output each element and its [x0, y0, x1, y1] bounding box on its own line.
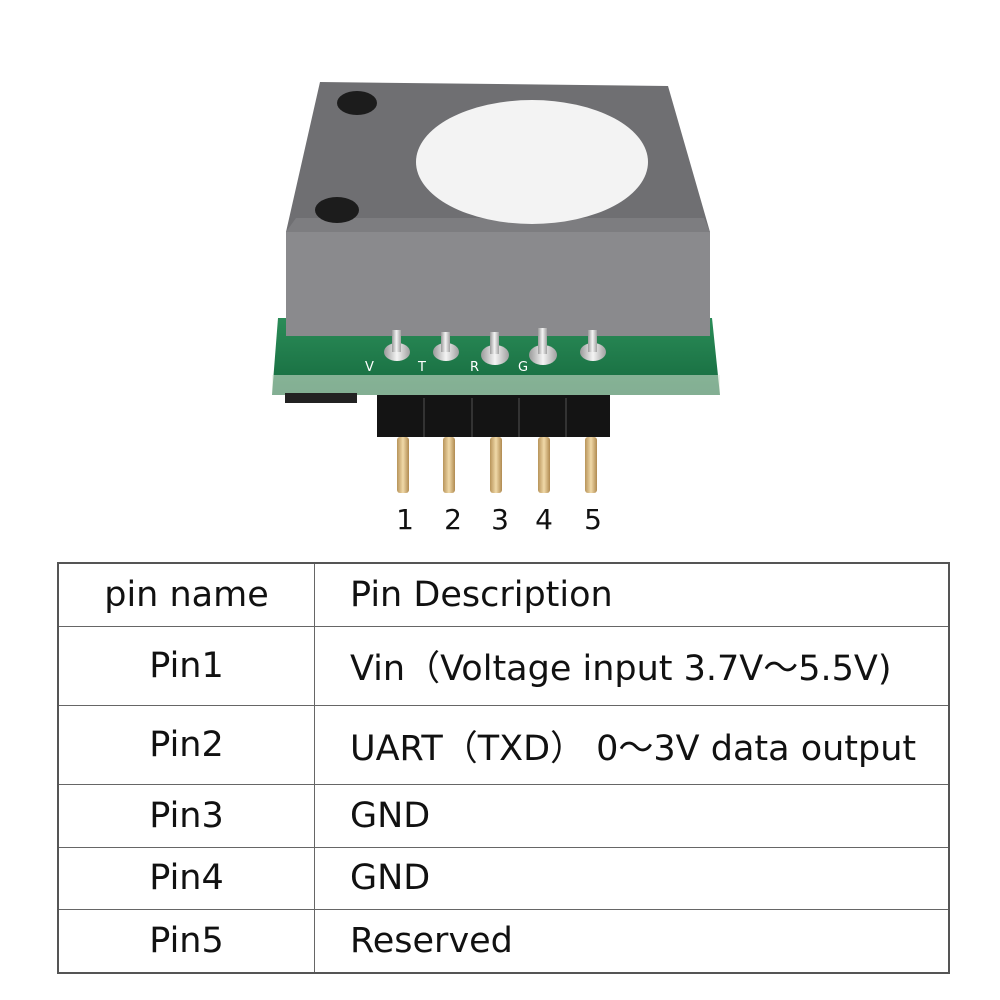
pin-description-cell: UART（TXD） 0～3V data output: [314, 704, 950, 786]
pin-3: [490, 437, 502, 493]
header-pin-description: Pin Description: [314, 562, 950, 627]
mounting-hole-icon: [337, 91, 377, 115]
sensor-housing: [286, 82, 710, 336]
pin-description-cell: GND: [314, 846, 950, 911]
gas-membrane: [416, 100, 648, 224]
pcb-label-t: T: [417, 360, 426, 375]
pin-description-cell: Reserved: [314, 909, 950, 974]
pin-number-5: 5: [584, 503, 602, 536]
sensor-module-illustration: V T R G: [272, 82, 720, 493]
pin-header: [377, 395, 610, 437]
pin-number-2: 2: [444, 503, 462, 536]
table-row: Pin3 GND: [57, 784, 950, 848]
gold-pins: [397, 437, 597, 493]
table-header-row: pin name Pin Description: [57, 562, 950, 627]
solder-joints: [384, 328, 606, 365]
pin-description-cell: GND: [314, 784, 950, 848]
table-row: Pin4 GND: [57, 846, 950, 911]
pcb-label-v: V: [365, 360, 374, 375]
mounting-hole-icon: [315, 197, 359, 223]
pin-5: [585, 437, 597, 493]
pin-1: [397, 437, 409, 493]
header-pin-name: pin name: [57, 562, 315, 627]
table-row: Pin5 Reserved: [57, 909, 950, 974]
pin-number-4: 4: [535, 503, 553, 536]
pin-name-cell: Pin4: [57, 846, 315, 911]
pin-number-1: 1: [396, 503, 414, 536]
pin-name-cell: Pin1: [57, 625, 315, 707]
pin-2: [443, 437, 455, 493]
pin-name-cell: Pin2: [57, 704, 315, 786]
pin-number-3: 3: [491, 503, 509, 536]
pin-name-cell: Pin5: [57, 909, 315, 974]
table-row: Pin1 Vin（Voltage input 3.7V～5.5V): [57, 625, 950, 707]
pin-description-cell: Vin（Voltage input 3.7V～5.5V): [314, 625, 950, 707]
table-row: Pin2 UART（TXD） 0～3V data output: [57, 704, 950, 786]
pin-4: [538, 437, 550, 493]
pin-name-cell: Pin3: [57, 784, 315, 848]
pcb-label-r: R: [470, 360, 479, 375]
pcb-label-g: G: [518, 360, 528, 375]
pin-description-table: pin name Pin Description Pin1 Vin（Voltag…: [57, 562, 950, 974]
